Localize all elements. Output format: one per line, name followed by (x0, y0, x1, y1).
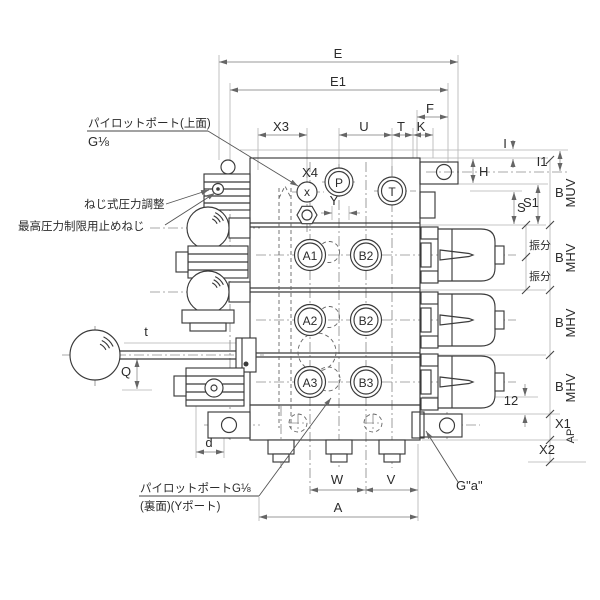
port-label-t: T (388, 185, 396, 199)
section-label-ap: AP (565, 429, 577, 444)
section-label-mhv3: MHV (563, 373, 578, 402)
hand-lever (69, 329, 257, 381)
dim-label-w: W (331, 472, 344, 487)
lever-clevis (235, 337, 257, 373)
dim-label-e: E (334, 46, 343, 61)
bolt-3 (378, 439, 406, 455)
dim-label-s1: S1 (523, 195, 539, 210)
relief-knob-2 (186, 270, 251, 314)
port-label-b2: B2 (359, 314, 374, 328)
port-a1 (293, 238, 327, 272)
dim-label-y: Y (330, 193, 339, 208)
port-a2 (293, 303, 327, 337)
leader-lines (87, 130, 459, 497)
annotation-screw-pressure-adjust: ねじ式圧力調整 (84, 197, 165, 211)
dim-label-x2: X2 (539, 442, 555, 457)
port-label-x: x (304, 185, 310, 199)
dim-label-q: Q (121, 364, 131, 379)
bolt-1 (267, 439, 295, 455)
annotation-pilot-port-rear-2: (裏面)(Yポート) (140, 499, 221, 513)
side-assembly-3 (420, 353, 505, 411)
dim-label-i: I (503, 136, 507, 151)
label-furiwake-2: 振分 (529, 269, 551, 283)
annotation-gauge-port: G"a" (456, 478, 483, 493)
side-assembly-2 (420, 291, 505, 349)
side-assemblies (420, 226, 505, 411)
hidden-details (278, 184, 383, 433)
dim-label-v: V (387, 472, 396, 487)
port-b2 (349, 303, 383, 337)
dim-label-x1: X1 (555, 416, 571, 431)
dim-label-x3: X3 (273, 119, 289, 134)
section-label-muv: MUV (563, 178, 578, 207)
dim-label-e1: E1 (330, 74, 346, 89)
dim-label-s: S (517, 200, 526, 215)
bolt-2 (325, 439, 353, 455)
top-mount-tab (419, 161, 459, 185)
dim-label-t-rod: t (144, 324, 148, 339)
section-label-mhv1: MHV (563, 243, 578, 272)
ports (293, 167, 407, 399)
side-assembly-1 (420, 226, 505, 284)
clevis-pin (243, 361, 249, 367)
dim-label-k: K (417, 119, 426, 134)
dim-label-t: T (397, 119, 405, 134)
chain-ticks (521, 155, 555, 467)
bottom-left-tab (207, 411, 251, 439)
annotation-pilot-port-top: パイロットポート(上面) (88, 117, 211, 130)
dim-label-f: F (426, 101, 434, 116)
port-label-b1: B2 (359, 249, 374, 263)
section-label-mhv2: MHV (563, 308, 578, 337)
port-label-b3: B3 (359, 376, 374, 390)
labels: E E1 F X3 U T K I I1 H S S1 B B B B MUV … (18, 46, 578, 515)
port-x (296, 181, 318, 203)
dim-label-d: d (205, 435, 212, 450)
base-plate (249, 404, 421, 441)
lower-block (173, 367, 245, 407)
muv-side-block (419, 191, 436, 219)
flange-block (181, 309, 235, 332)
bottom-mount-hole (438, 417, 456, 434)
bottom-right-tab (419, 413, 463, 438)
gauge-port-boss (411, 411, 425, 439)
annotation-pilot-port-rear: パイロットポートG⅛ (140, 482, 251, 495)
hex-plug (296, 205, 318, 225)
dim-label-h: H (479, 164, 488, 179)
left-mechanisms (69, 159, 257, 439)
dim-label-u: U (359, 119, 368, 134)
pressure-adjust-screw-block (203, 173, 251, 211)
port-label-p: P (335, 176, 343, 190)
port-a3 (293, 365, 327, 399)
port-b1 (349, 238, 383, 272)
mid-block-1 (175, 245, 249, 279)
lever-ball[interactable] (69, 329, 121, 381)
port-b3 (349, 365, 383, 399)
dim-label-b-muv: B (555, 185, 564, 200)
dim-label-x4: X4 (302, 165, 318, 180)
port-label-a2: A2 (303, 314, 318, 328)
port-p (324, 167, 354, 197)
top-bolt (220, 159, 236, 175)
bottom-bolts (267, 439, 406, 463)
dim-label-12: 12 (504, 393, 518, 408)
annotation-max-pressure-limit-screw: 最高圧力制限用止めねじ (18, 219, 145, 233)
dim-label-a: A (334, 500, 343, 515)
port-label-a1: A1 (303, 249, 318, 263)
label-furiwake-1: 振分 (529, 238, 551, 252)
port-t (377, 176, 407, 206)
top-mount-hole (435, 163, 453, 181)
relief-knob-1 (186, 206, 251, 250)
port-label-a3: A3 (303, 376, 318, 390)
dim-label-i1: I1 (537, 154, 548, 169)
annotation-pilot-port-top-size: G⅛ (88, 134, 109, 149)
dim-label-b-mhv2: B (555, 315, 564, 330)
dim-label-b-mhv3: B (555, 379, 564, 394)
dim-label-b-mhv1: B (555, 250, 564, 265)
dimension-lines (134, 59, 563, 520)
